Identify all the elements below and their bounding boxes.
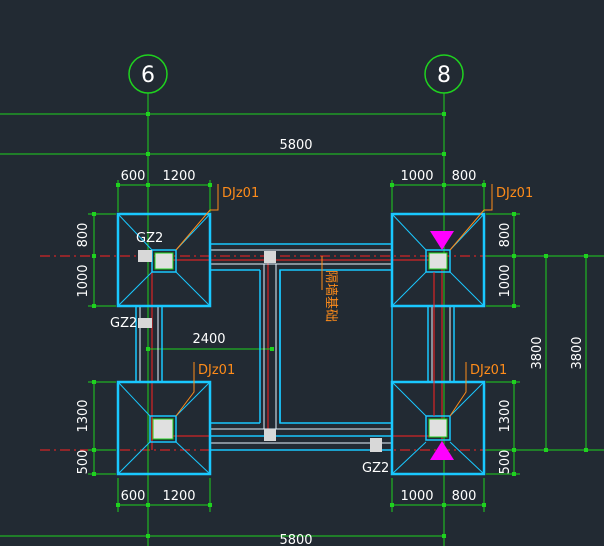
label-djz-br: DJz01 [470, 363, 507, 378]
dim-br-b: 800 [452, 489, 477, 504]
label-gz-1: GZ2 [136, 231, 163, 246]
footing-top-left[interactable] [116, 212, 212, 308]
footing-bottom-right[interactable] [390, 380, 486, 476]
dim-left-top: 800 [76, 223, 91, 248]
gz-col-4[interactable] [264, 429, 276, 441]
label-gz-3: GZ2 [362, 461, 389, 476]
dim-bl-a: 600 [121, 489, 146, 504]
beam-outlines [135, 243, 455, 451]
axis-bubble-8[interactable]: 8 [424, 54, 464, 94]
label-djz-tl: DJz01 [222, 186, 259, 201]
axis-label-6: 6 [141, 63, 155, 88]
dim-right-span-2: 3800 [570, 336, 585, 369]
dim-right-top: 800 [498, 223, 513, 248]
section-marker-bottom-icon [430, 441, 454, 460]
dim-tr-b: 800 [452, 169, 477, 184]
dim-top-total: 5800 [279, 138, 312, 153]
footing-bottom-left[interactable] [116, 380, 212, 476]
axis-label-8: 8 [437, 63, 451, 88]
dim-right-span-1: 3800 [530, 336, 545, 369]
gz-columns [138, 250, 382, 452]
dim-tl-b: 1200 [162, 169, 195, 184]
label-gz-2: GZ2 [110, 316, 137, 331]
section-marker-top-icon [430, 231, 454, 250]
dim-left-mid: 1000 [76, 264, 91, 297]
dim-inner-span: 2400 [192, 332, 225, 347]
ground-beams [139, 249, 451, 444]
dim-bottom-total: 5800 [279, 533, 312, 546]
dim-tr-a: 1000 [400, 169, 433, 184]
dim-tl-a: 600 [121, 169, 146, 184]
dim-left-low: 1300 [76, 399, 91, 432]
dim-left-bot: 500 [76, 450, 91, 475]
gz-col-1[interactable] [138, 250, 152, 262]
label-djz-bl: DJz01 [198, 363, 235, 378]
label-djz-tr: DJz01 [496, 186, 533, 201]
dim-right-bot: 500 [498, 450, 513, 475]
dimension-ticks [92, 112, 588, 538]
gz-col-2[interactable] [138, 318, 152, 328]
label-partition-foundation: 隔墙基础 [323, 270, 338, 322]
label-leaders [175, 184, 493, 417]
axis-lines [147, 93, 445, 546]
gz-col-5[interactable] [370, 438, 382, 452]
dim-right-low: 1300 [498, 399, 513, 432]
dim-bl-b: 1200 [162, 489, 195, 504]
red-beam-lines [151, 256, 443, 450]
axis-bubble-6[interactable]: 6 [128, 54, 168, 94]
gz-col-3[interactable] [264, 251, 276, 263]
dim-right-mid: 1000 [498, 264, 513, 297]
dim-br-a: 1000 [400, 489, 433, 504]
